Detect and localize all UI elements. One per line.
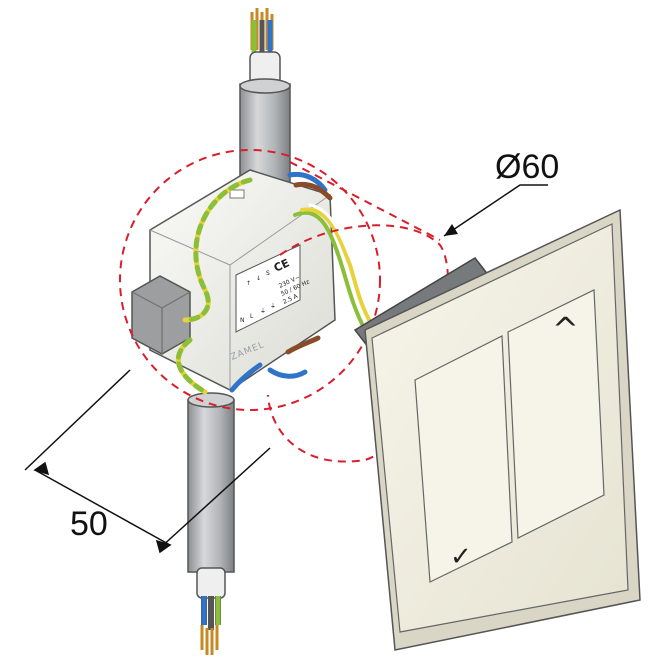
switch-rocker-right (507, 289, 605, 539)
terminal-label-pe2: ⏚ (270, 303, 276, 310)
width-label: 50 (70, 505, 108, 543)
diameter-label: Ø60 (495, 148, 559, 186)
terminal-label-n: N (240, 317, 245, 324)
wall-switch: ^ ✓ (353, 208, 641, 651)
switch-box-outline (267, 224, 450, 463)
wires (175, 171, 380, 395)
diameter-dimension: Ø60 (443, 148, 559, 237)
switch-terminal-up: ↑ (246, 280, 251, 287)
control-module: CE N L ⏚ ⏚ ↑ ↓ S 230 V~ 50 / 60 Hz 2.5 A… (131, 169, 336, 391)
ce-mark: CE (272, 256, 292, 274)
switch-down-symbol: ✓ (450, 542, 472, 572)
bottom-cable (187, 392, 235, 655)
terminal-label-pe1: ⏚ (260, 308, 266, 315)
switch-terminal-s: S (266, 270, 270, 277)
width-dimension (24, 369, 271, 554)
terminal-label-l: L (250, 313, 254, 320)
switch-rocker-left (414, 335, 513, 583)
switch-up-symbol: ^ (552, 310, 579, 348)
switch-terminal-down: ↓ (256, 275, 261, 282)
mounting-box-outlines (119, 149, 450, 463)
top-cable (239, 8, 291, 185)
back-box-outline (119, 149, 381, 411)
